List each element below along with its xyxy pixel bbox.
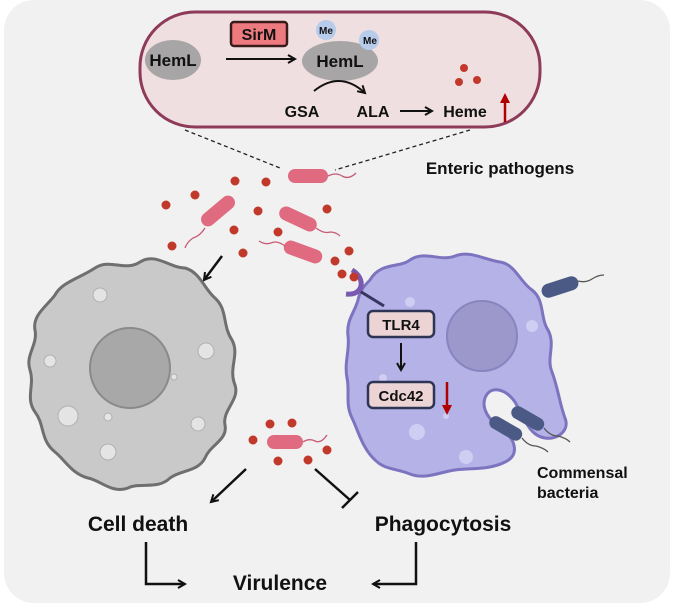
catalysis-arrow — [313, 80, 365, 93]
released-heme-dots — [161, 176, 359, 466]
hemL-right-label: HemL — [316, 52, 363, 71]
inhibition-line — [314, 468, 359, 509]
cdc42-box — [366, 380, 436, 410]
commensal-bacterium — [489, 416, 549, 453]
commensal-bacterium — [511, 406, 571, 443]
receptor-cup-icon — [345, 267, 364, 297]
methyl-group-1 — [316, 20, 336, 40]
methyl-group-2 — [359, 30, 379, 50]
pathogen-to-dead-cell-arrow — [204, 255, 223, 280]
enteric-pathogens-label: Enteric pathogens — [426, 159, 574, 178]
heme-molecules — [455, 64, 481, 86]
cell-death-label: Cell death — [88, 513, 188, 536]
macrophage-vesicles — [379, 297, 538, 464]
sirM-label: SirM — [242, 27, 277, 44]
hemL-methylated — [302, 41, 378, 81]
sirM-box — [229, 20, 289, 48]
pathogen-bacterium — [279, 206, 341, 237]
dead-cell-nucleus — [89, 327, 171, 409]
pathogen-bacterium — [288, 169, 357, 183]
macrophage — [344, 252, 568, 478]
hemL-unmethylated — [145, 40, 201, 80]
hemL-left-label: HemL — [149, 51, 196, 70]
commensal-label-line2: bacteria — [537, 485, 598, 502]
pathogen-bacterium — [258, 240, 323, 264]
dead-host-cell — [27, 257, 238, 491]
tlr4-receptor — [345, 267, 385, 308]
ala-label: ALA — [357, 104, 390, 121]
zoom-line-right — [334, 129, 471, 171]
tlr4-label: TLR4 — [382, 317, 420, 334]
pathogen-bacterium — [184, 195, 235, 249]
macrophage-membrane — [344, 252, 568, 478]
zoom-line-left — [184, 129, 281, 169]
phagocytosis-label: Phagocytosis — [375, 513, 512, 536]
methyl-label-1: Me — [319, 26, 333, 37]
macrophage-nucleus — [446, 300, 518, 372]
pathogen-to-cell-death-arrow — [211, 468, 247, 502]
gsa-label: GSA — [285, 104, 320, 121]
pathogen-bacterium — [267, 434, 328, 449]
tlr4-box — [366, 309, 436, 339]
enteric-pathogens — [184, 169, 357, 449]
dead-cell-vesicles — [43, 287, 215, 461]
cdc42-label: Cdc42 — [378, 388, 423, 405]
hemL-methylation-inset: HemL SirM HemL Me Me GSA ALA Heme — [138, 10, 542, 171]
methyl-label-2: Me — [363, 36, 377, 47]
cell-death-to-virulence-arrow — [144, 542, 185, 584]
heme-label: Heme — [443, 104, 487, 121]
commensal-bacteria — [489, 274, 605, 453]
commensal-label-line1: Commensal — [537, 465, 628, 482]
commensal-bacterium — [541, 274, 605, 298]
virulence-label: Virulence — [233, 572, 327, 595]
phagocytosis-to-virulence-arrow — [373, 542, 418, 584]
